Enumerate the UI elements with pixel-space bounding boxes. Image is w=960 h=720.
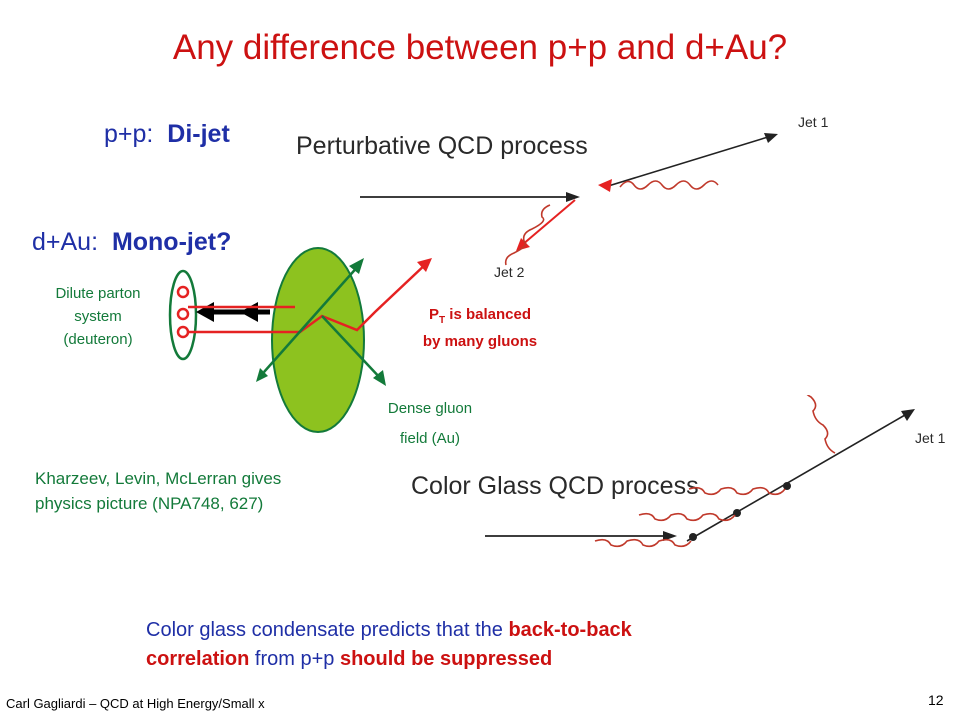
scatter-arrowhead xyxy=(417,258,432,272)
dilute-parton-label: Dilute parton system (deuteron) xyxy=(28,282,168,351)
gluon-coil xyxy=(619,180,719,190)
motion-arrowhead xyxy=(240,302,258,322)
footer-author: Carl Gagliardi – QCD at High Energy/Smal… xyxy=(6,696,265,711)
pqcd-gluon-coils xyxy=(504,180,719,266)
conclusion-suppressed: should be suppressed xyxy=(339,648,553,670)
pp-heading: p+p: Di-jet xyxy=(104,120,230,149)
gluon-coil xyxy=(594,538,692,548)
conclusion-part-1: Color glass condensate predicts that the xyxy=(146,619,509,641)
jet2-line xyxy=(521,199,576,246)
cgc-incoming-arrowhead xyxy=(663,531,677,541)
vertex-dot xyxy=(689,533,697,541)
gold-nucleus xyxy=(271,247,365,433)
citation-line-2: physics picture (NPA748, 627) xyxy=(35,494,264,513)
parton-dot xyxy=(176,325,190,339)
pp-value: Di-jet xyxy=(167,120,230,148)
dilute-line-2: system xyxy=(74,308,122,325)
cgc-jet1-label: Jet 1 xyxy=(915,430,946,446)
jet2-arrowhead xyxy=(516,238,530,251)
gluon-field-line xyxy=(263,263,361,373)
parton-scatter-line xyxy=(188,261,429,334)
motion-arrowhead xyxy=(196,302,214,322)
pqcd-title: Perturbative QCD process xyxy=(296,132,588,160)
cgc-jet-line xyxy=(686,414,906,542)
cgc-diagram: Color Glass QCD process Jet 1 xyxy=(411,395,946,548)
pt-line-2: by many gluons xyxy=(422,333,538,350)
gluon-coil xyxy=(638,512,736,522)
gluon-coil xyxy=(806,395,836,454)
citation-text: Kharzeev, Levin, McLerran gives physics … xyxy=(35,466,281,516)
jet1-label: Jet 1 xyxy=(798,114,829,130)
field-arrowhead xyxy=(349,258,364,274)
page-number: 12 xyxy=(928,692,944,708)
gluon-coil xyxy=(688,486,786,496)
gluon-field-line xyxy=(321,315,383,381)
citation-line-1: Kharzeev, Levin, McLerran gives xyxy=(35,469,282,488)
cgc-title: Color Glass QCD process xyxy=(411,472,699,500)
dense-line-1: Dense gluon xyxy=(387,400,473,417)
pt-symbol: P xyxy=(429,306,440,323)
jet1-line xyxy=(604,136,769,188)
cgc-jet-arrowhead xyxy=(901,409,915,421)
conclusion-back-to-back: back-to-back xyxy=(508,619,632,641)
dilute-line-3: (deuteron) xyxy=(63,331,133,348)
jet2-label: Jet 2 xyxy=(494,264,525,280)
pp-label: p+p: xyxy=(104,120,154,148)
pt-subscript: T xyxy=(439,315,446,326)
incoming-arrowhead xyxy=(566,192,580,202)
conclusion-text: Color glass condensate predicts that the… xyxy=(146,616,632,674)
dau-label: d+Au: xyxy=(32,228,99,256)
deuteron-ellipse xyxy=(168,269,198,361)
pt-balanced-label: PT is balanced by many gluons xyxy=(385,304,575,352)
parton-dot xyxy=(176,285,190,299)
field-arrowhead xyxy=(373,370,386,386)
dau-schematic xyxy=(168,247,432,433)
conclusion-correlation: correlation xyxy=(146,648,250,670)
pqcd-diagram: Perturbative QCD process Jet 1 Jet 2 xyxy=(296,114,829,280)
gluon-coil xyxy=(504,204,551,266)
dau-value: Mono-jet? xyxy=(111,228,232,256)
pt-text: is balanced xyxy=(445,306,531,323)
jet1-red-arrowhead xyxy=(598,179,612,192)
dau-heading: d+Au: Mono-jet? xyxy=(32,228,231,257)
conclusion-part-4: from p+p xyxy=(249,648,340,670)
field-arrowhead xyxy=(256,368,268,382)
dilute-line-1: Dilute parton xyxy=(55,285,141,302)
dense-gluon-label: Dense gluon field (Au) xyxy=(360,394,500,454)
vertex-dot xyxy=(783,482,791,490)
dense-line-2: field (Au) xyxy=(399,430,461,447)
cgc-gluon-coils xyxy=(594,395,836,548)
jet1-arrowhead xyxy=(764,133,778,143)
parton-dot xyxy=(176,307,190,321)
slide-title: Any difference between p+p and d+Au? xyxy=(172,28,788,67)
